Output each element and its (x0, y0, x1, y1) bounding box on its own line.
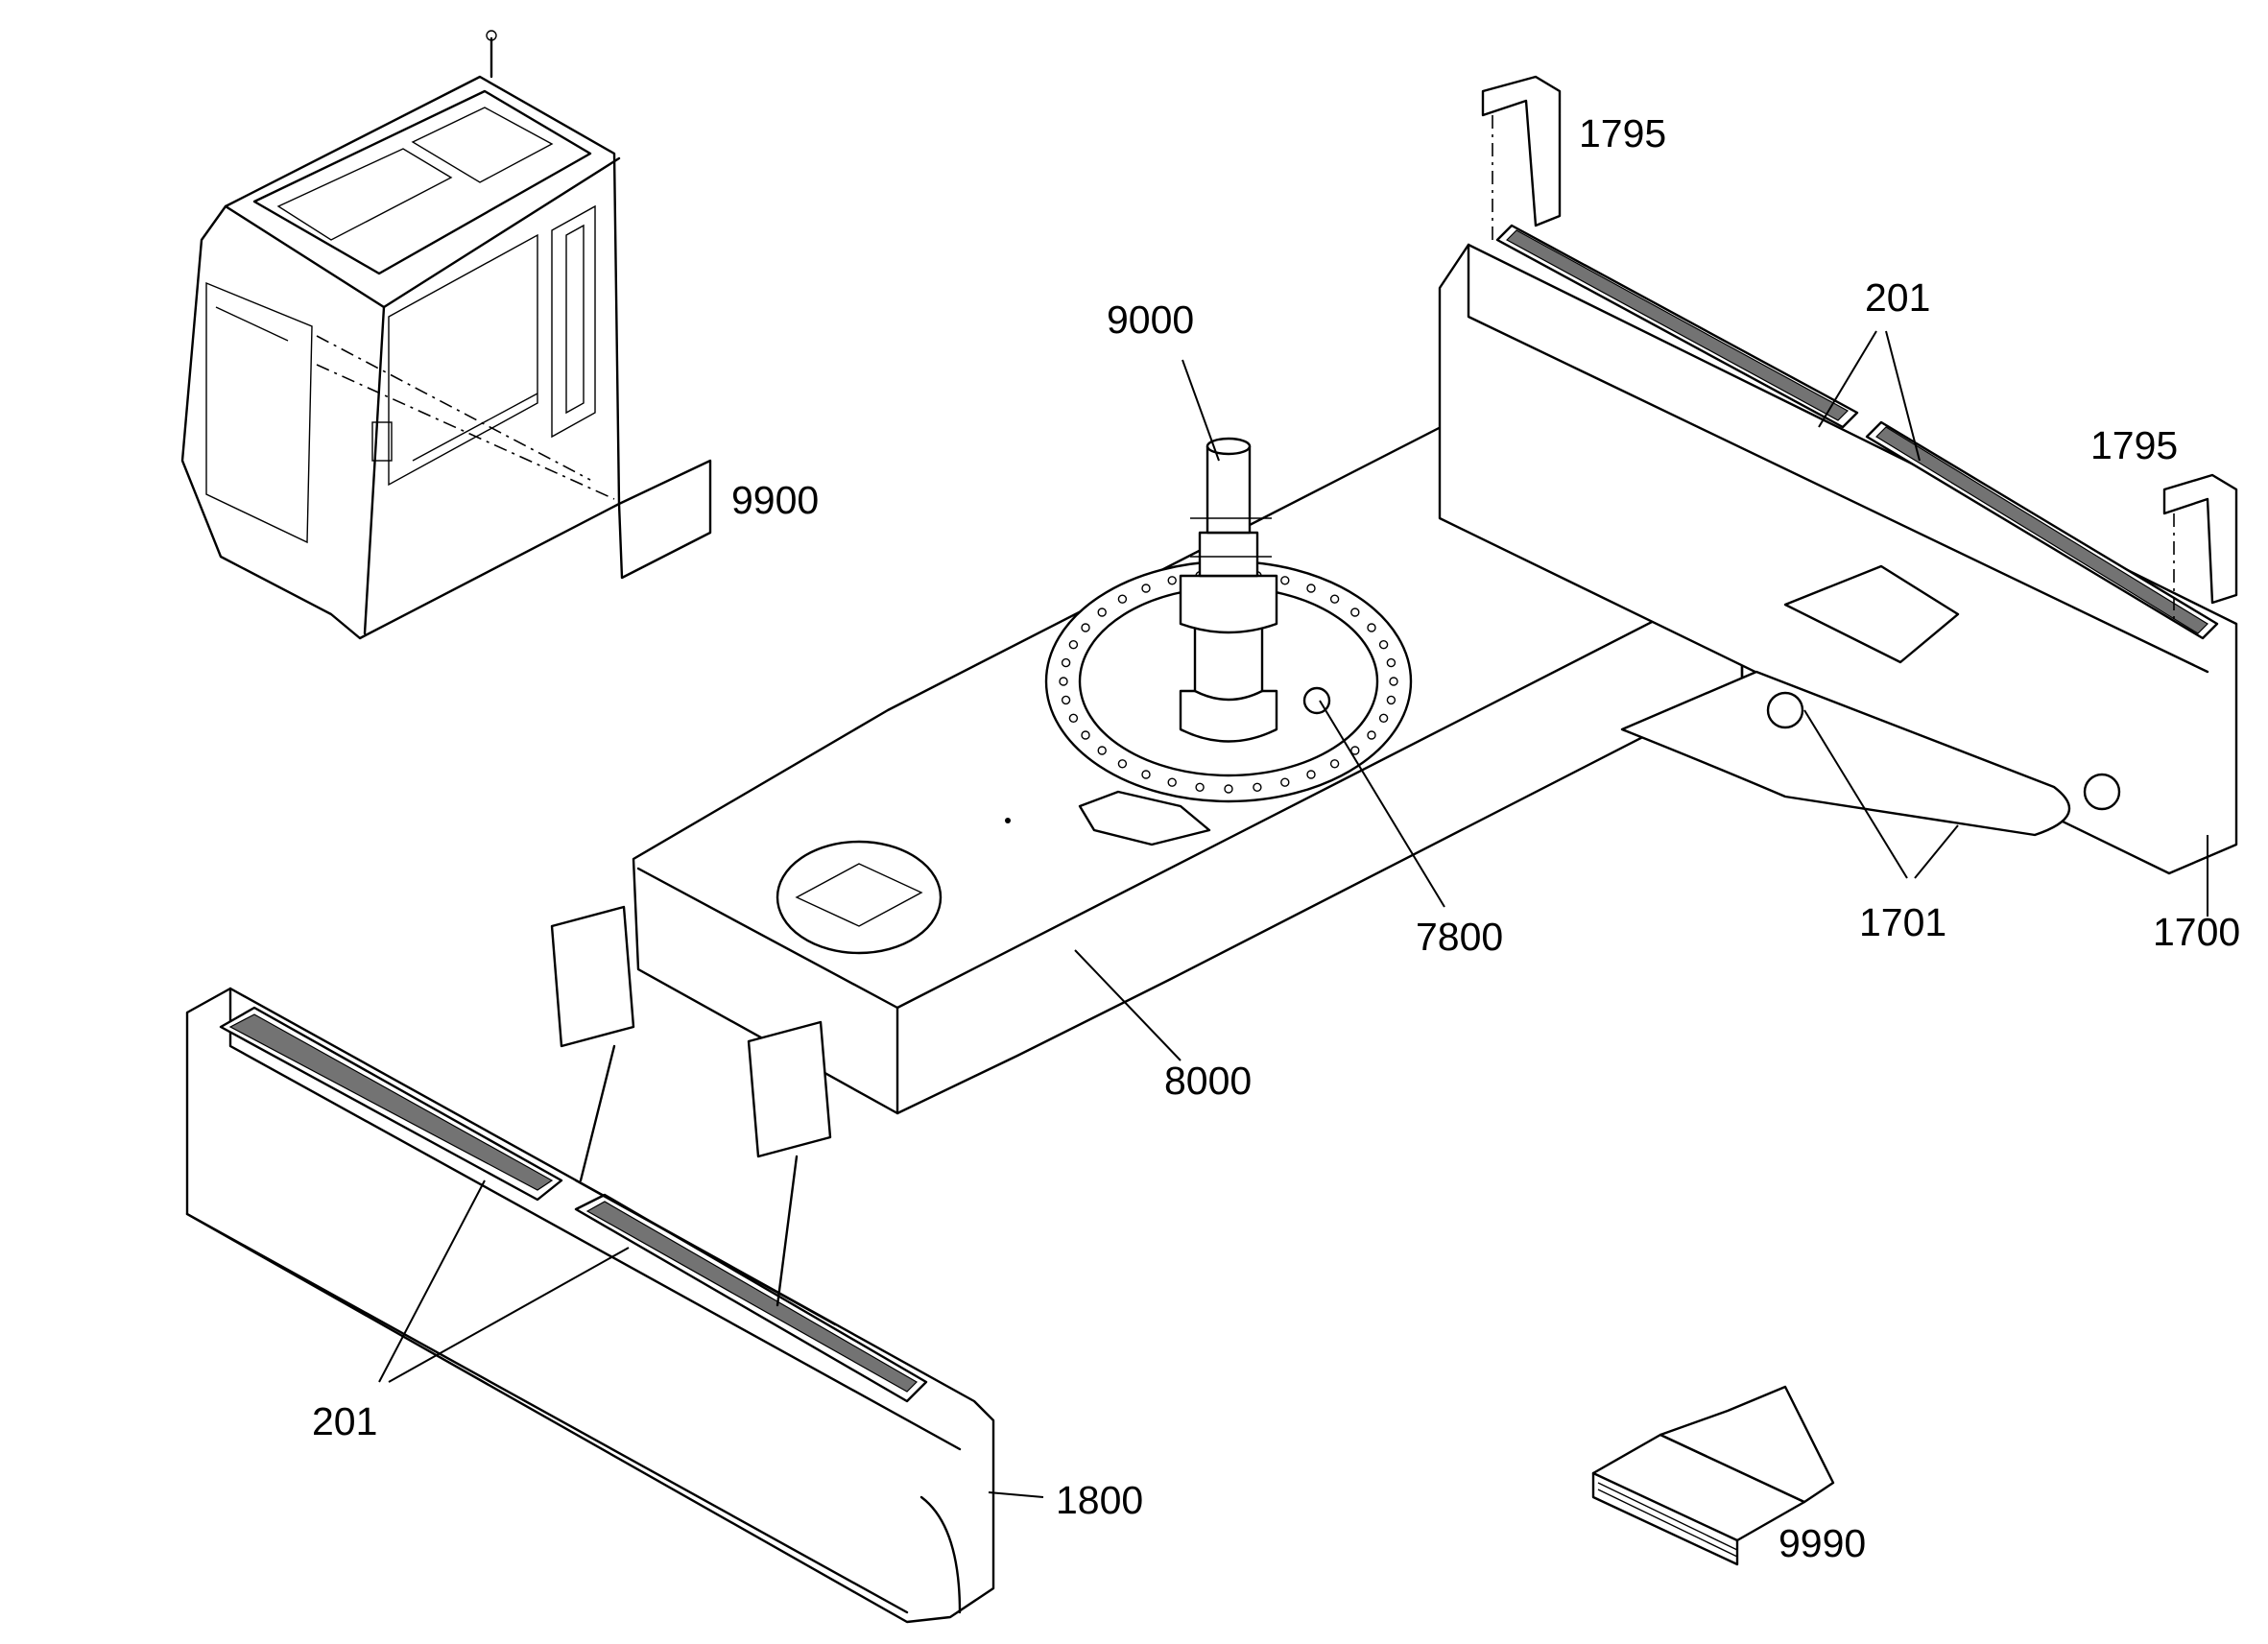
cab-decal-9900 (617, 459, 712, 580)
ring-bolt-hole (1097, 608, 1107, 617)
callout-201-rear: 201 (1865, 275, 1930, 320)
ring-bolt-hole (1329, 594, 1340, 604)
ring-bolt-hole (1141, 770, 1151, 779)
swivel-joint-9000 (1179, 437, 1278, 743)
ring-bolt-hole (1329, 759, 1340, 769)
callout-1795-top: 1795 (1579, 111, 1666, 155)
ring-bolt-hole (1306, 770, 1316, 779)
callout-9900: 9900 (731, 478, 819, 522)
callout-9990: 9990 (1779, 1521, 1866, 1565)
operator-manual-9990 (1591, 1385, 1835, 1566)
rear-blade-assembly (1438, 224, 2238, 875)
ring-bolt-hole (1167, 777, 1177, 787)
ring-bolt-hole (1350, 746, 1360, 755)
leader-lines (378, 330, 2208, 1498)
ring-bolt-hole (1253, 782, 1262, 792)
ring-bolt-hole (1097, 746, 1107, 755)
operator-cab (180, 30, 621, 640)
ring-bolt-hole (1280, 777, 1290, 787)
ring-bolt-hole (1367, 623, 1376, 632)
callout-8000: 8000 (1164, 1059, 1252, 1103)
ring-bolt-hole (1195, 782, 1205, 792)
ring-bolt-hole (1117, 594, 1128, 604)
ring-bolt-hole (1367, 730, 1376, 740)
ring-bolt-hole (1378, 640, 1389, 650)
ring-bolt-hole (1117, 759, 1128, 769)
ring-bolt-hole (1081, 623, 1090, 632)
callout-1795-right: 1795 (2090, 423, 2178, 467)
ring-bolt-hole (1306, 584, 1316, 593)
ring-bolt-hole (1280, 576, 1290, 585)
ring-bolt-hole (1389, 677, 1398, 686)
ring-bolt-hole (1141, 584, 1151, 593)
ring-bolt-hole (1378, 713, 1389, 723)
front-blade-assembly (185, 905, 995, 1624)
ring-bolt-hole (1061, 695, 1071, 705)
callout-labels: 9900 1795 1795 201 9000 201 7800 8000 17… (312, 111, 2240, 1565)
ring-bolt-hole (1350, 608, 1360, 617)
callout-7800: 7800 (1416, 915, 1503, 959)
callout-1701: 1701 (1859, 900, 1946, 944)
ring-bolt-hole (1068, 713, 1079, 723)
callout-201-front: 201 (312, 1399, 377, 1443)
callout-1800: 1800 (1056, 1478, 1143, 1522)
ring-bolt-hole (1061, 657, 1071, 668)
ring-bolt-hole (1068, 640, 1079, 650)
ring-bolt-hole (1081, 730, 1090, 740)
mounting-bracket-top-1795 (1481, 75, 1562, 245)
ring-bolt-hole (1167, 576, 1177, 585)
callout-1700: 1700 (2153, 910, 2240, 954)
ring-bolt-hole (1059, 677, 1068, 686)
ring-bolt-hole (1224, 784, 1233, 794)
mounting-bracket-right-1795 (2162, 473, 2238, 624)
ring-bolt-hole (1386, 695, 1397, 705)
callout-9000: 9000 (1107, 298, 1194, 342)
ring-bolt-hole (1386, 657, 1397, 668)
